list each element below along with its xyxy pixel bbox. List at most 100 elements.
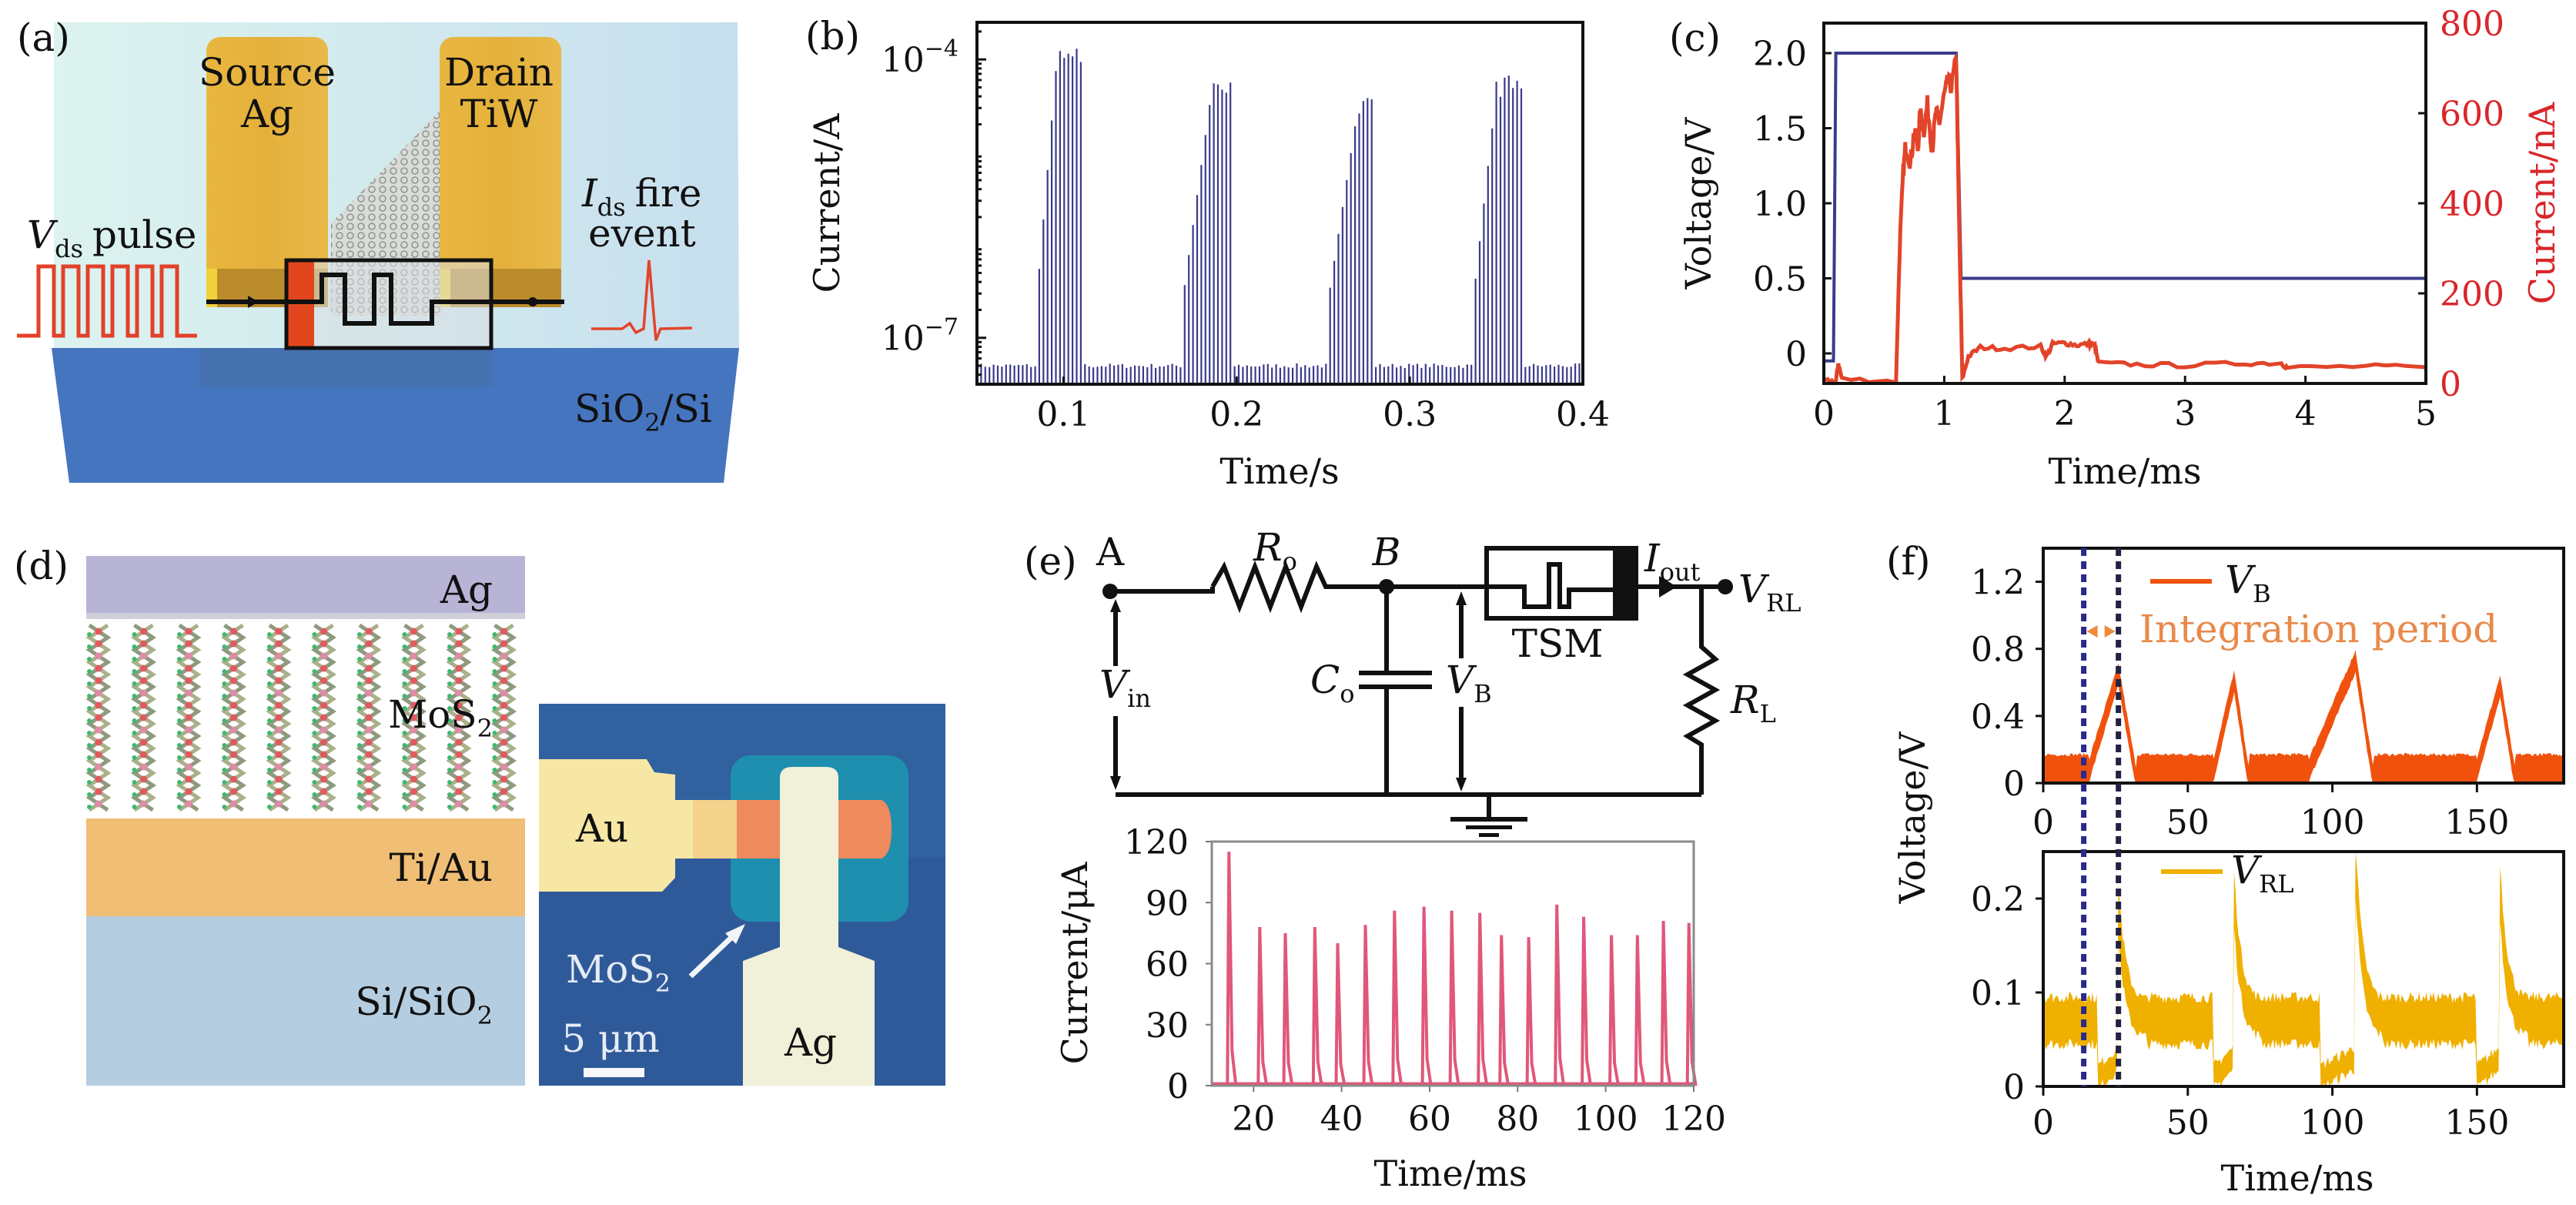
s-atom xyxy=(177,768,182,772)
panel-label-d: (d) xyxy=(14,544,69,588)
mos-atom xyxy=(410,701,417,709)
s-atom xyxy=(177,694,182,698)
legend-vb-main: V xyxy=(2225,557,2257,602)
panel-e-circuit: (e) A B Ro TSM Iout VRL RL xyxy=(1024,525,1801,837)
s-atom xyxy=(492,780,497,785)
mos-atom xyxy=(455,788,463,795)
s-atom xyxy=(132,657,137,661)
s-atom xyxy=(87,706,92,711)
au-electrode xyxy=(539,759,737,892)
chart-e-xtick-label: 40 xyxy=(1320,1100,1363,1139)
ag-layer-label: Ag xyxy=(440,567,493,612)
substrate-sub: 2 xyxy=(644,408,660,437)
rl-main: R xyxy=(1730,678,1760,722)
s-atom xyxy=(357,681,362,686)
mos-atom xyxy=(320,714,327,721)
node-a-label: A xyxy=(1096,530,1125,574)
mos-atom xyxy=(500,628,507,635)
vin-arrow: Vin xyxy=(1099,599,1151,790)
s-atom xyxy=(357,669,362,674)
tiau-layer xyxy=(86,818,525,916)
chart-b-ylabel: Current/A xyxy=(806,113,848,293)
mos-atom xyxy=(455,775,463,783)
s-atom xyxy=(492,657,497,661)
s-atom xyxy=(87,718,92,723)
mos-atom xyxy=(230,677,237,685)
s-atom xyxy=(357,718,362,723)
mos-atom xyxy=(185,738,192,746)
mos-atom xyxy=(230,640,237,648)
mos-atom xyxy=(365,652,373,660)
s-atom xyxy=(402,632,407,637)
s-atom xyxy=(312,657,317,661)
mos-atom xyxy=(455,714,463,721)
mos-atom xyxy=(185,701,192,709)
s-atom xyxy=(132,792,137,797)
mos-atom xyxy=(320,689,327,697)
chart-f-bottom-xtick-label: 50 xyxy=(2166,1103,2210,1143)
mos-atom xyxy=(95,726,102,734)
chart-b-current-trace xyxy=(975,49,1581,384)
micrograph-ag-label: Ag xyxy=(784,1020,837,1065)
mos-atom xyxy=(500,664,507,672)
chart-c-xtick-label: 1 xyxy=(1933,394,1955,433)
s-atom xyxy=(87,780,92,785)
mos-atom xyxy=(275,652,283,660)
sisio2-sub: 2 xyxy=(477,1001,493,1030)
mos-atom xyxy=(95,677,102,685)
mos-atom xyxy=(320,788,327,795)
s-atom xyxy=(222,706,227,711)
iout-label: Iout xyxy=(1644,536,1701,587)
mos-atom xyxy=(365,775,373,783)
vds-symbol: V xyxy=(27,213,59,257)
mos-atom xyxy=(275,664,283,672)
mos-atom xyxy=(95,775,102,783)
s-atom xyxy=(87,694,92,698)
chart-e-ylabel: Current/μA xyxy=(1054,862,1096,1065)
micrograph-mos2-main: MoS xyxy=(566,947,655,992)
mos-atom xyxy=(500,701,507,709)
s-atom xyxy=(312,681,317,686)
s-atom xyxy=(357,792,362,797)
mos-atom xyxy=(500,800,507,808)
mos-atom xyxy=(500,677,507,685)
mos-atom xyxy=(500,689,507,697)
s-atom xyxy=(222,780,227,785)
mos-atom xyxy=(185,800,192,808)
capacitor-co-icon: Co xyxy=(1310,587,1432,795)
mos-atom xyxy=(455,689,463,697)
s-atom xyxy=(267,731,272,735)
legend-vb: VB xyxy=(2150,557,2271,608)
arrow-icon xyxy=(248,296,259,308)
s-atom xyxy=(312,694,317,698)
chart-f-top-ytick-label: 1.2 xyxy=(1971,564,2025,603)
s-atom xyxy=(177,657,182,661)
arrow-head-icon xyxy=(725,924,745,944)
s-atom xyxy=(87,805,92,809)
mos-atom xyxy=(230,652,237,660)
s-atom xyxy=(312,718,317,723)
s-atom xyxy=(357,755,362,760)
mos-atom xyxy=(185,714,192,721)
chart-f-top-xtick-label: 50 xyxy=(2166,803,2210,842)
ytick-base: 10 xyxy=(882,41,925,80)
s-atom xyxy=(357,768,362,772)
mos-atom xyxy=(500,640,507,648)
mos-atom xyxy=(365,726,373,734)
s-atom xyxy=(492,669,497,674)
ids-symbol: I xyxy=(581,171,598,216)
s-atom xyxy=(177,780,182,785)
tiau-layer-label: Ti/Au xyxy=(390,845,493,890)
chart-e-spike xyxy=(1581,916,1593,1086)
arrow-icon xyxy=(688,929,740,979)
s-atom xyxy=(177,644,182,649)
s-atom xyxy=(312,644,317,649)
substrate-main: SiO xyxy=(574,387,644,431)
chart-f-vb-trace xyxy=(2043,650,2564,783)
micrograph-au-label: Au xyxy=(575,806,628,851)
s-atom xyxy=(267,768,272,772)
mos-atom xyxy=(500,726,507,734)
mos-atom xyxy=(140,701,147,709)
